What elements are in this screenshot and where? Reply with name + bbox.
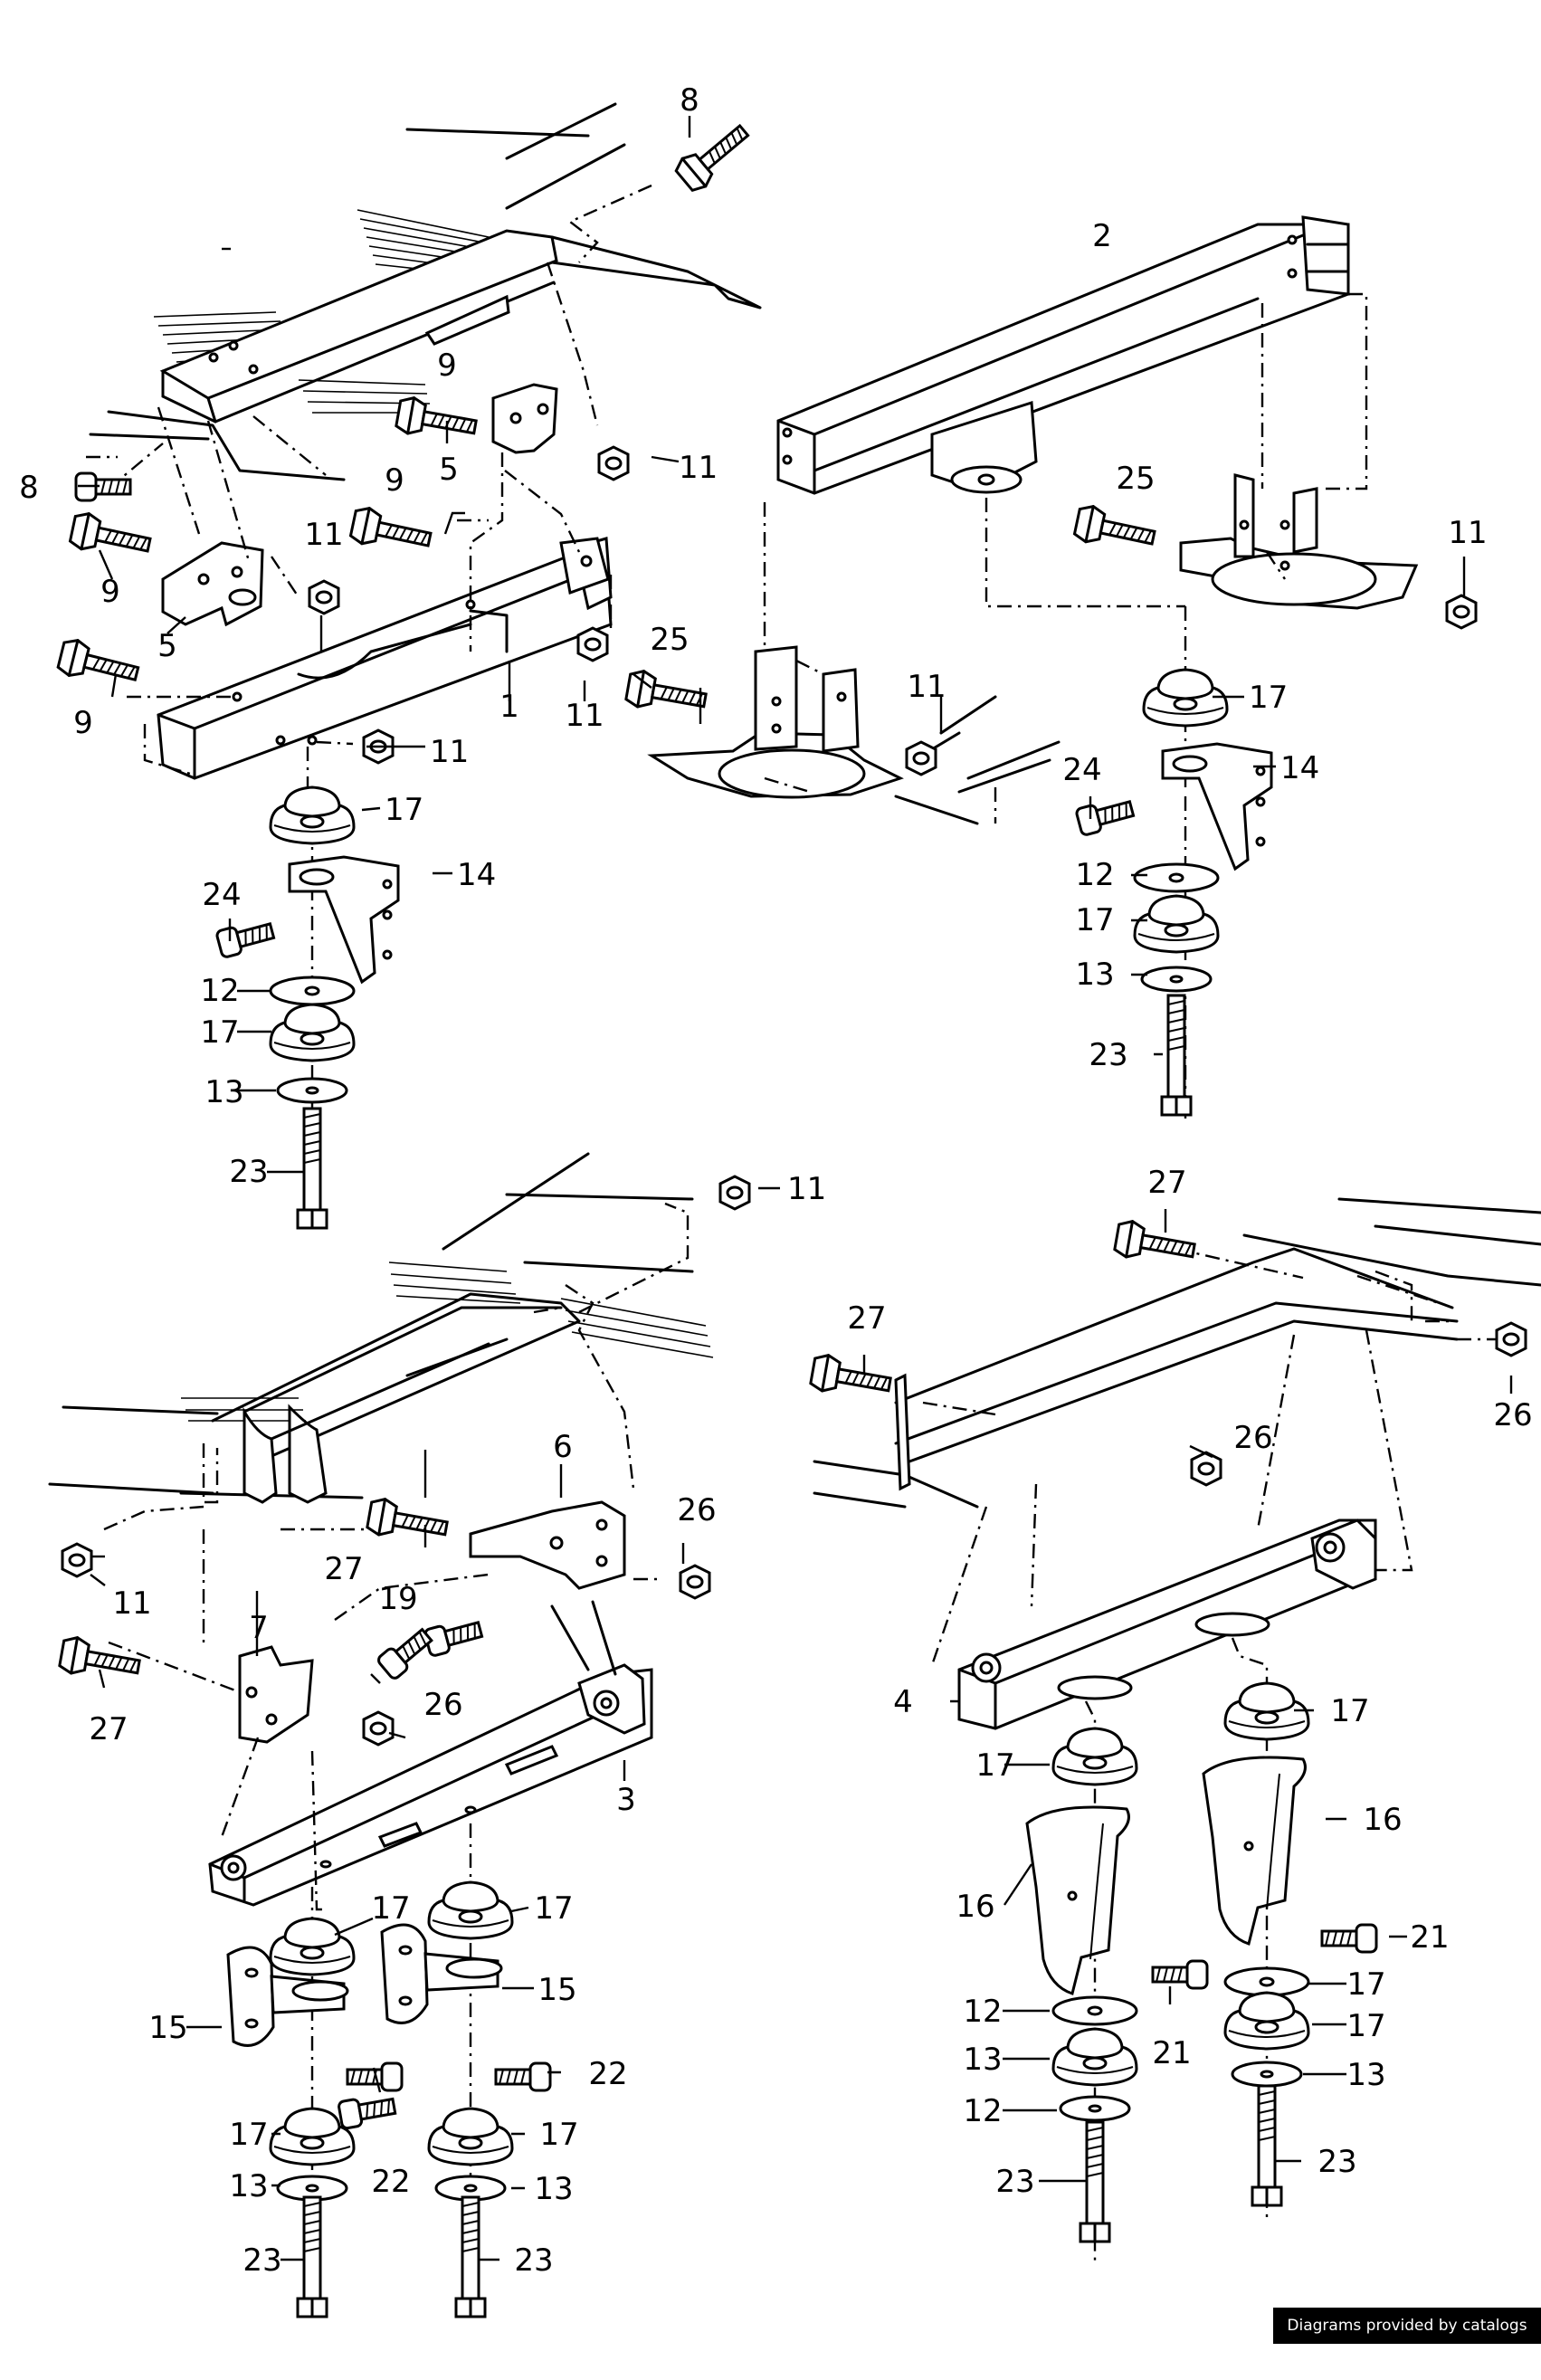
callout-label: 11 bbox=[1448, 515, 1487, 551]
callout-label: 21 bbox=[1410, 1919, 1449, 1956]
callout-label: 25 bbox=[650, 622, 689, 658]
callout-label: 26 bbox=[677, 1492, 716, 1528]
callout-label: 17 bbox=[975, 1747, 1014, 1784]
callout-label: 9 bbox=[437, 347, 457, 384]
callout-label: 11 bbox=[679, 450, 718, 486]
callout-label: 22 bbox=[588, 2056, 627, 2092]
callout-label: 15 bbox=[148, 2010, 187, 2046]
callout-label: 17 bbox=[385, 792, 423, 828]
callout-label: 17 bbox=[534, 1890, 573, 1927]
callout-label: 7 bbox=[249, 1610, 269, 1646]
callout-label: 24 bbox=[1062, 752, 1101, 788]
callout-label: 23 bbox=[243, 2242, 281, 2279]
callout-label: 21 bbox=[1152, 2035, 1191, 2071]
callout-label: 17 bbox=[1346, 2008, 1385, 2044]
callout-label: 12 bbox=[963, 1994, 1002, 2030]
callout-label: 27 bbox=[89, 1711, 128, 1747]
footer-credit: Diagrams provided by catalogs parts bbox=[1273, 2308, 1541, 2371]
callout-label: 17 bbox=[539, 2117, 578, 2153]
callout-label: 13 bbox=[1075, 957, 1114, 993]
callout-label: 5 bbox=[157, 628, 177, 664]
callout-label: 9 bbox=[73, 705, 93, 741]
callout-label: 26 bbox=[1493, 1397, 1532, 1433]
callout-label: 23 bbox=[995, 2164, 1034, 2200]
callout-label: 13 bbox=[205, 1074, 243, 1110]
callout-label: 15 bbox=[537, 1972, 576, 2008]
callout-label: 12 bbox=[1075, 857, 1114, 893]
callout-label: 8 bbox=[680, 82, 699, 119]
callout-label: 17 bbox=[200, 1014, 239, 1051]
callout-label: 2 bbox=[1092, 218, 1112, 254]
callout-label: 12 bbox=[200, 973, 239, 1009]
callout-label: 3 bbox=[616, 1782, 636, 1818]
callout-label: 27 bbox=[324, 1551, 363, 1587]
callout-label: 9 bbox=[385, 462, 404, 499]
callout-label: 23 bbox=[229, 1154, 268, 1190]
callout-label: 13 bbox=[534, 2171, 573, 2207]
callout-label: 27 bbox=[847, 1300, 886, 1337]
callout-label: 5 bbox=[439, 452, 459, 488]
callout-label: 17 bbox=[371, 1890, 410, 1927]
callout-label: 12 bbox=[963, 2093, 1002, 2129]
callout-label: 17 bbox=[1075, 902, 1114, 938]
callout-label: 23 bbox=[1317, 2144, 1356, 2180]
callout-label: 24 bbox=[202, 877, 241, 913]
callout-label: 26 bbox=[423, 1687, 462, 1723]
callout-label: 1 bbox=[499, 689, 519, 725]
callout-label: 17 bbox=[229, 2117, 268, 2153]
callout-label: 23 bbox=[514, 2242, 553, 2279]
callout-label: 26 bbox=[1233, 1420, 1272, 1456]
callout-label: 13 bbox=[963, 2042, 1002, 2078]
callout-label: 11 bbox=[304, 517, 343, 553]
callout-label: 17 bbox=[1346, 1966, 1385, 2003]
callout-label: 11 bbox=[565, 698, 604, 734]
callout-label: 25 bbox=[1116, 461, 1155, 497]
callout-label: 13 bbox=[229, 2168, 268, 2204]
callout-label: 23 bbox=[1089, 1037, 1127, 1073]
callout-label: 17 bbox=[1330, 1693, 1369, 1729]
callout-label: 13 bbox=[1346, 2057, 1385, 2093]
callout-label: 4 bbox=[893, 1684, 913, 1720]
callout-label: 11 bbox=[112, 1585, 151, 1622]
callout-label: 27 bbox=[1147, 1165, 1186, 1201]
callout-label: 8 bbox=[19, 470, 39, 506]
callout-label: 16 bbox=[1363, 1802, 1402, 1838]
callout-label: 11 bbox=[430, 734, 469, 770]
callout-label: 9 bbox=[100, 574, 120, 610]
callout-label: 6 bbox=[553, 1429, 573, 1465]
callout-label: 14 bbox=[457, 857, 496, 893]
callout-label: 19 bbox=[378, 1581, 417, 1617]
callout-label: 11 bbox=[907, 669, 946, 705]
callout-label: 22 bbox=[371, 2164, 410, 2200]
callout-label: 14 bbox=[1280, 750, 1319, 786]
callout-label: 17 bbox=[1249, 680, 1288, 716]
callout-label: 16 bbox=[956, 1889, 994, 1925]
callout-label: 11 bbox=[787, 1171, 826, 1207]
